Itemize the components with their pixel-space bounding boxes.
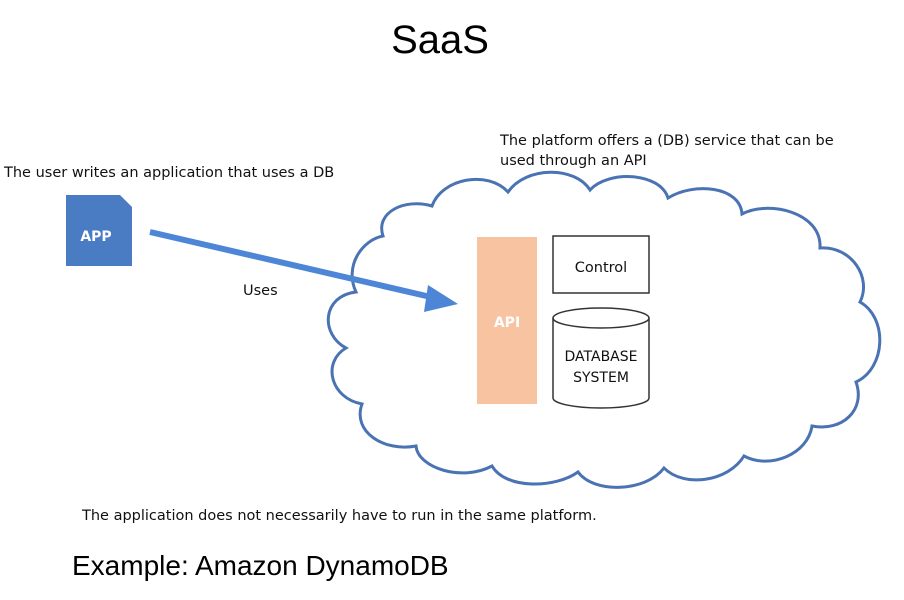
uses-arrow-head (424, 285, 458, 312)
app-document-icon (66, 195, 132, 266)
control-label: Control (575, 260, 627, 276)
database-label-line2: SYSTEM (573, 370, 629, 386)
app-label: APP (80, 229, 111, 245)
cloud-shape (326, 170, 882, 489)
bottom-caption: The application does not necessarily hav… (82, 508, 597, 524)
database-cylinder-rim (552, 317, 650, 329)
uses-arrow-line (149, 229, 436, 301)
api-label: API (494, 315, 520, 331)
slide-title: SaaS (391, 18, 489, 62)
database-cylinder (552, 307, 650, 409)
database-label-line1: DATABASE (565, 349, 638, 365)
control-box (552, 235, 650, 294)
uses-label: Uses (243, 283, 278, 299)
platform-caption: The platform offers a (DB) service that … (500, 133, 834, 169)
api-block (477, 237, 537, 404)
user-caption: The user writes an application that uses… (4, 165, 335, 181)
example-text: Example: Amazon DynamoDB (72, 550, 449, 581)
